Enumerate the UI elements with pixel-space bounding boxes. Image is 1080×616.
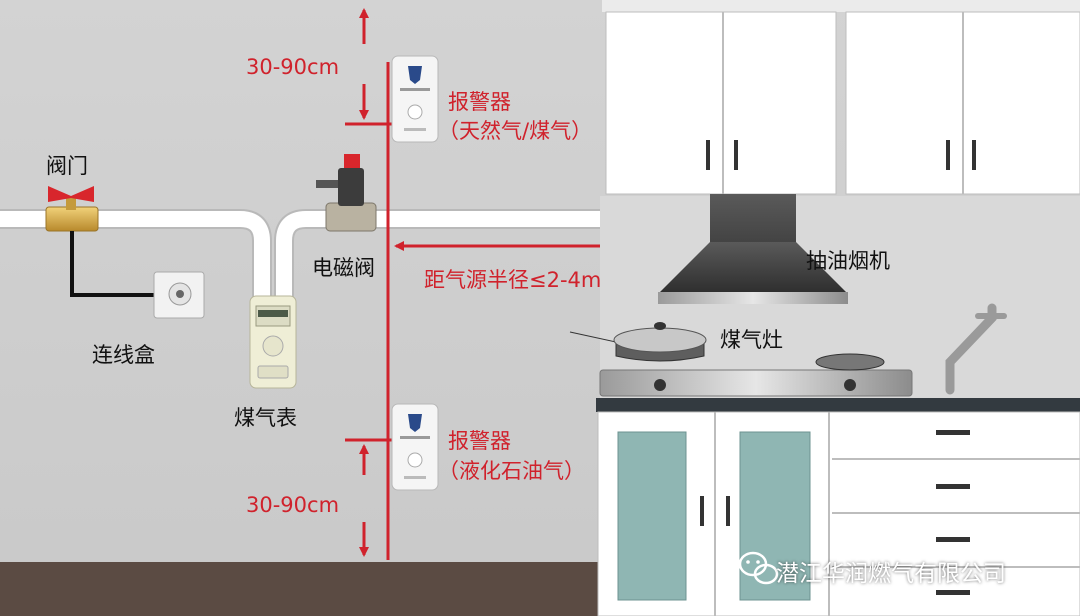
alarm-top-label: 报警器 [448,90,511,114]
watermark-text: 潜江华润燃气有限公司 [776,561,1006,587]
bottom-range-label: 30-90cm [246,493,340,517]
top-range-label: 30-90cm [246,55,340,79]
gas-alarm-top [391,55,439,143]
solenoid-valve-label: 电磁阀 [312,256,375,280]
lower-cabinets [597,411,1080,616]
distance-label: 距气源半径≤2-4m [424,268,602,292]
range-hood [658,194,848,304]
faucet [945,303,1007,395]
junction-box-label: 连线盒 [92,343,155,367]
gas-meter-label: 煤气表 [234,406,297,430]
gas-stove [569,322,913,397]
gas-meter [249,295,297,389]
solenoid-valve [316,154,377,232]
upper-cabinets [602,0,1080,195]
wire [70,231,176,297]
alarm-bottom-label: 报警器 [448,429,511,453]
range-hood-label: 抽油烟机 [806,249,890,273]
valve-label: 阀门 [46,154,88,178]
alarm-bottom-type-label: （液化石油气） [438,459,585,483]
alarm-top-type-label: （天然气/煤气） [438,119,593,143]
bottom-dimension [345,438,400,557]
junction-box [153,271,205,319]
gas-alarm-bottom [391,403,439,491]
countertop [596,398,1080,412]
floor [0,562,600,616]
valve [45,186,99,232]
gas-stove-label: 煤气灶 [720,328,783,352]
wechat-icon [738,551,779,585]
top-dimension [345,8,400,126]
